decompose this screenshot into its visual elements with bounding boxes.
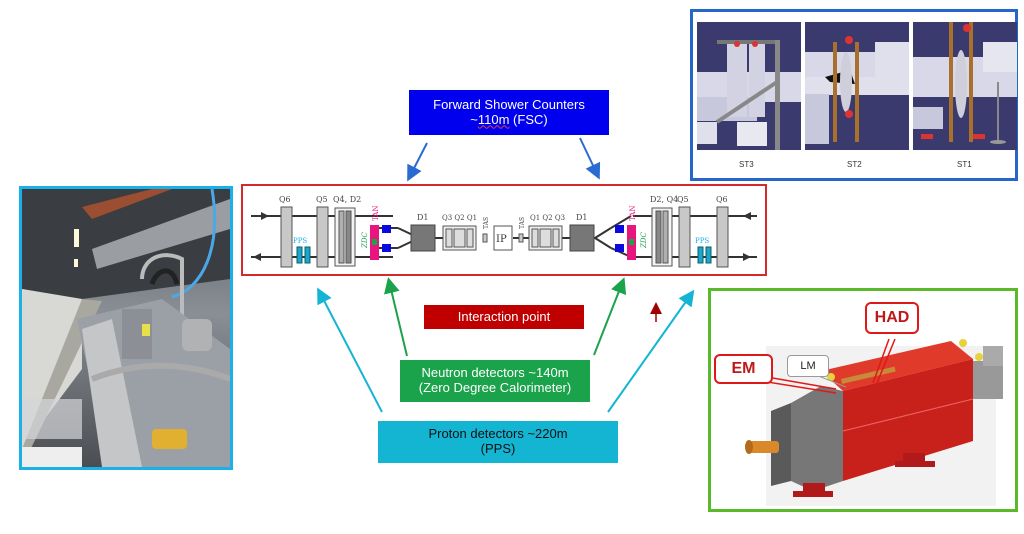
zdc-detector-panel: EM LM HAD bbox=[708, 288, 1018, 512]
label-d1-left: D1 bbox=[417, 213, 429, 222]
label-d2-q4-right: D2, Q4 bbox=[650, 195, 678, 204]
magnet-q5-right bbox=[678, 206, 691, 268]
fsc-station-st2-image bbox=[805, 22, 909, 150]
label-q6-right: Q6 bbox=[716, 195, 728, 204]
label-zdc-right: ZDC bbox=[640, 232, 648, 249]
label-q1-q2-q3-right: Q1 Q2 Q3 bbox=[530, 214, 565, 222]
callout-lm: LM bbox=[787, 355, 829, 377]
label-q5-left: Q5 bbox=[316, 195, 328, 204]
magnet-q5-left bbox=[316, 206, 329, 268]
fsc-station-st1-image bbox=[913, 22, 1017, 150]
fsc-distance: 110m bbox=[477, 111, 510, 127]
tas-absorber-left bbox=[482, 233, 488, 243]
label-q3-q2-q1-left: Q3 Q2 Q1 bbox=[442, 214, 477, 222]
beam-separation-left-upper bbox=[382, 225, 391, 233]
zdc-detector-left bbox=[372, 239, 377, 245]
beam-direction-arrow bbox=[261, 212, 269, 220]
fsc-label-box: Forward Shower Counters ~110m (FSC) bbox=[409, 90, 609, 135]
label-pps-left: PPS bbox=[293, 237, 307, 245]
pps-arrow-right bbox=[607, 289, 695, 413]
label-tas-right: TAS bbox=[519, 217, 526, 229]
zdc-side-face bbox=[843, 359, 973, 481]
beam-separation-right-lower bbox=[615, 244, 624, 252]
pps-detector-right bbox=[697, 246, 704, 264]
callout-had: HAD bbox=[865, 302, 919, 334]
fsc-label-line2: ~110m (FSC) bbox=[470, 111, 548, 128]
magnet-d1-right bbox=[569, 224, 595, 252]
pps-detector-right bbox=[705, 246, 712, 264]
beamline-schematic: Q6 PPS Q5 Q4, D2 ZDC TAN D1 Q3 Q2 Q1 TAS… bbox=[241, 184, 767, 276]
fsc-station-st3-image bbox=[697, 22, 801, 150]
tas-absorber-right bbox=[518, 233, 524, 243]
beamline-svg: Q6 PPS Q5 Q4, D2 ZDC TAN D1 Q3 Q2 Q1 TAS… bbox=[251, 195, 757, 268]
interaction-point-label: Interaction point bbox=[424, 305, 584, 329]
pps-label-line1: Proton detectors ~220m bbox=[428, 426, 568, 442]
beam-direction-arrow bbox=[743, 253, 751, 261]
label-d1-right: D1 bbox=[576, 213, 588, 222]
magnet-q6-left bbox=[280, 206, 293, 268]
proton-detectors-label-box: Proton detectors ~220m (PPS) bbox=[378, 421, 618, 463]
zdc-arrow-right bbox=[593, 277, 627, 356]
station-label-st2: ST2 bbox=[847, 160, 862, 169]
label-pps-right: PPS bbox=[695, 237, 709, 245]
label-ip: IP bbox=[496, 234, 507, 245]
label-tan-left: TAN bbox=[372, 206, 380, 221]
fsc-tilde: ~ bbox=[470, 111, 478, 127]
label-q4-d2-left: Q4, D2 bbox=[333, 195, 361, 204]
lhc-tunnel-photo bbox=[19, 186, 233, 470]
tunnel-photo-illustration bbox=[22, 189, 230, 467]
zdc-label-line2: (Zero Degree Calorimeter) bbox=[418, 380, 572, 395]
beam-separation-left-lower bbox=[382, 244, 391, 252]
fsc-stations-panel: ST3 ST2 ST1 bbox=[690, 9, 1018, 181]
beam-direction-arrow bbox=[253, 253, 261, 261]
pps-detector-left bbox=[296, 246, 303, 264]
magnet-d2-q4-right bbox=[651, 207, 673, 267]
fsc-label-line1: Forward Shower Counters bbox=[433, 96, 585, 112]
pps-arrow-left bbox=[317, 287, 383, 413]
magnet-q4-d2-left bbox=[334, 207, 356, 267]
had-callout-leader bbox=[872, 338, 890, 384]
magnet-d1-left bbox=[410, 224, 436, 252]
fsc-arrow-left bbox=[407, 142, 428, 182]
beam-direction-arrow bbox=[743, 212, 751, 220]
zdc-end-cap bbox=[791, 386, 843, 491]
zdc-arrow-left bbox=[384, 277, 408, 357]
neutron-detectors-label-box: Neutron detectors ~140m (Zero Degree Cal… bbox=[400, 360, 590, 402]
interaction-point-text: Interaction point bbox=[457, 308, 551, 324]
zdc-label-line1: Neutron detectors ~140m bbox=[421, 365, 569, 381]
beam-separation-right-upper bbox=[615, 225, 624, 233]
label-zdc-left: ZDC bbox=[361, 232, 369, 249]
label-tas-left: TAS bbox=[483, 217, 490, 229]
station-label-st1: ST1 bbox=[957, 160, 972, 169]
pps-label-line2: (PPS) bbox=[480, 441, 516, 456]
label-tan-right: TAN bbox=[629, 206, 637, 221]
label-q6-left: Q6 bbox=[279, 195, 291, 204]
zdc-detector-right bbox=[629, 239, 634, 245]
interaction-point-marker bbox=[493, 225, 513, 251]
station-label-st3: ST3 bbox=[739, 160, 754, 169]
fsc-arrow-right bbox=[579, 137, 601, 180]
callout-em: EM bbox=[714, 354, 773, 384]
fsc-abbrev: (FSC) bbox=[509, 111, 548, 127]
em-callout-leader bbox=[760, 375, 837, 390]
magnet-q6-right bbox=[716, 206, 729, 268]
label-q5-right: Q5 bbox=[677, 195, 689, 204]
zdc-detector-illustration bbox=[745, 338, 1003, 506]
pps-detector-left bbox=[304, 246, 311, 264]
zdc-beam-pipe bbox=[749, 441, 779, 453]
